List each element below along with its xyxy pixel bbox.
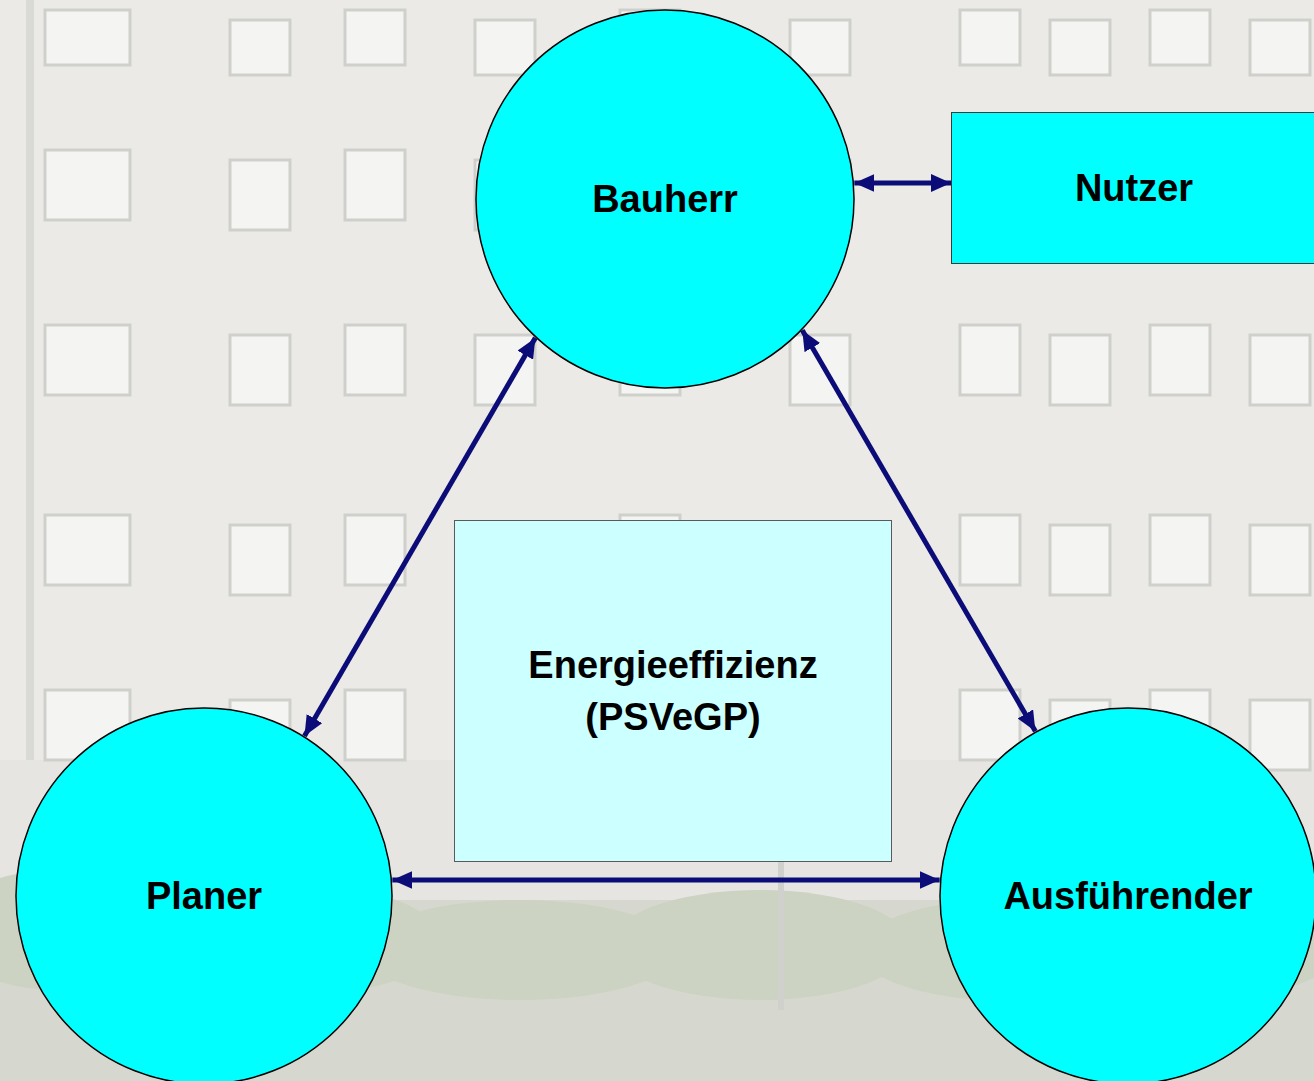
window [230, 20, 290, 75]
window [1150, 325, 1210, 395]
window [45, 150, 130, 220]
window [45, 10, 130, 65]
circle-shape [940, 708, 1314, 1081]
double-arrow [392, 878, 939, 883]
topic-box: Energieeffizienz (PSVeGP) [454, 520, 892, 862]
window [345, 150, 405, 220]
window [345, 325, 405, 395]
window [1050, 20, 1110, 75]
window [1050, 335, 1110, 405]
window [1250, 20, 1310, 75]
window [1150, 10, 1210, 65]
window [45, 515, 130, 585]
node-label: Bauherr [592, 173, 738, 225]
window [230, 335, 290, 405]
circle-shape [16, 708, 392, 1081]
window [1150, 515, 1210, 585]
node-label: Energieeffizienz (PSVeGP) [474, 639, 872, 744]
node-label: Planer [146, 870, 262, 922]
circle-shape [476, 10, 854, 388]
window [960, 515, 1020, 585]
window [45, 325, 130, 395]
window [1050, 525, 1110, 595]
stakeholder-circle: Ausführender [939, 707, 1314, 1081]
double-arrow [854, 181, 951, 186]
window [960, 325, 1020, 395]
window [230, 160, 290, 230]
stakeholder-box: Nutzer [951, 112, 1314, 264]
window [475, 20, 535, 75]
drain-pipe [26, 0, 34, 760]
window [960, 10, 1020, 65]
window [1250, 335, 1310, 405]
window [345, 10, 405, 65]
window [1250, 700, 1310, 770]
window [1250, 525, 1310, 595]
stakeholder-circle: Planer [15, 707, 393, 1081]
node-label: Nutzer [1075, 162, 1193, 214]
window [230, 525, 290, 595]
node-label: Ausführender [1003, 870, 1252, 922]
window [345, 690, 405, 760]
stakeholder-circle: Bauherr [475, 9, 855, 389]
